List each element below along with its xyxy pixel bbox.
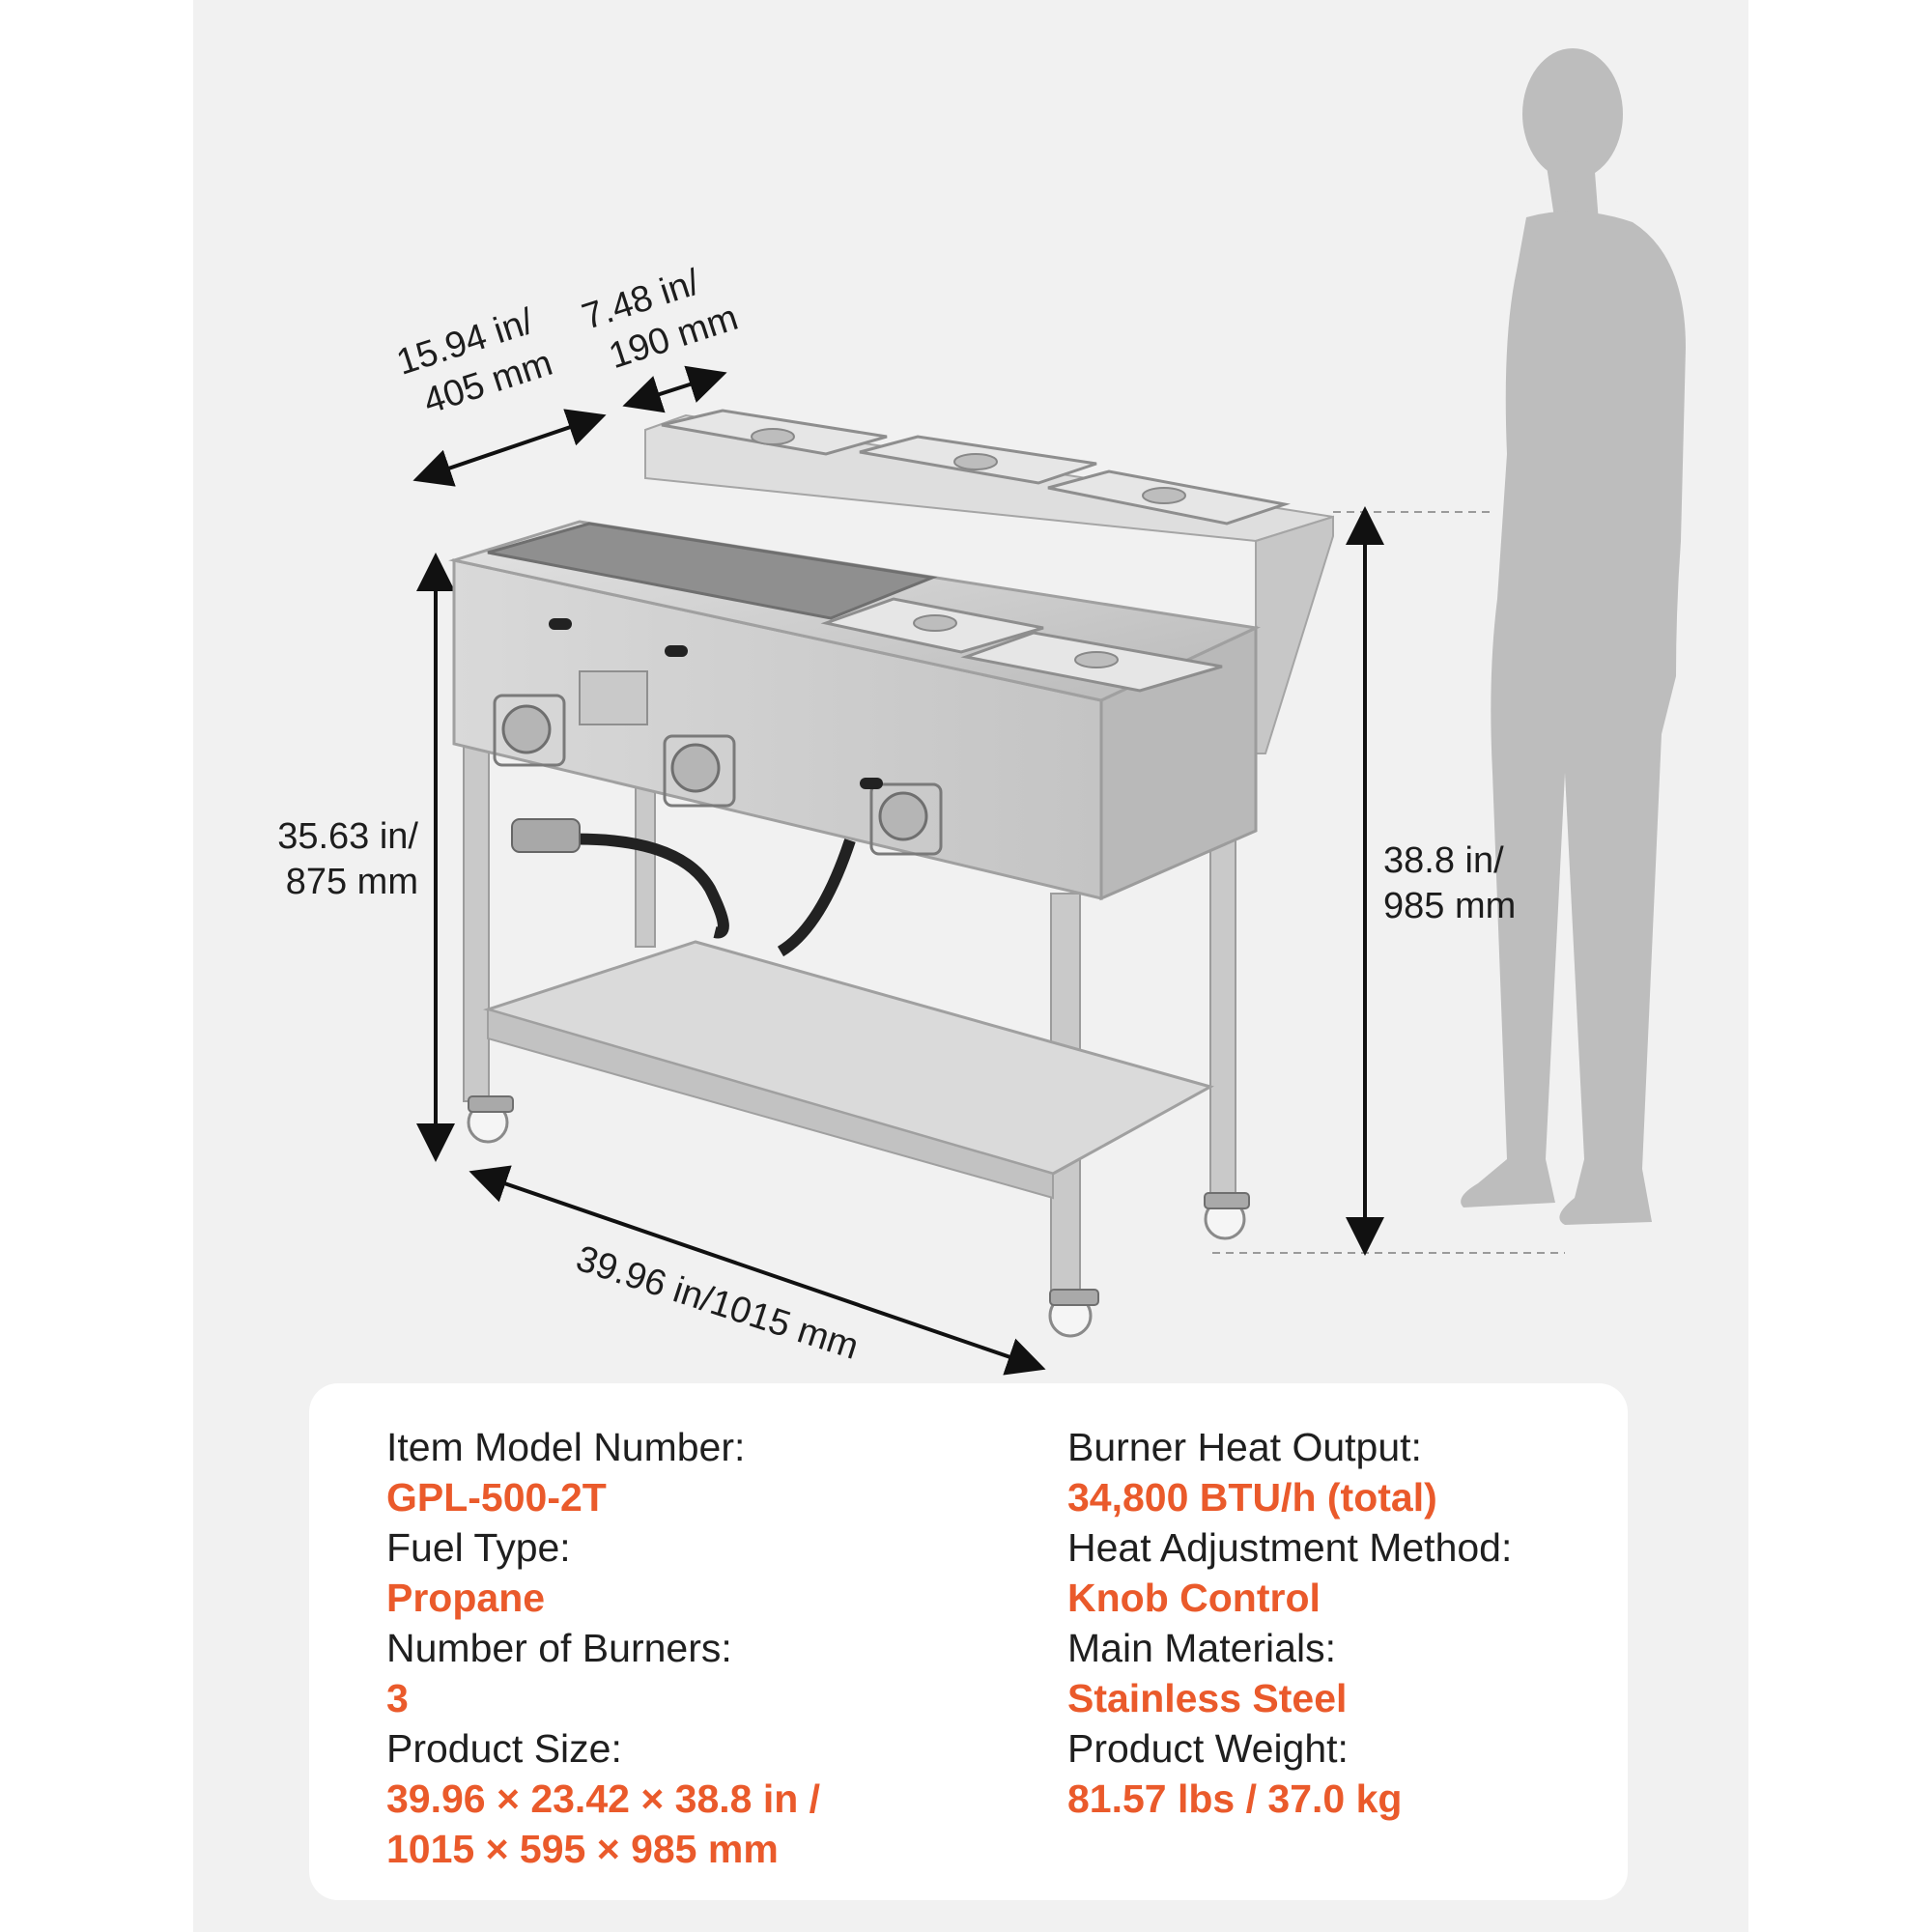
griddle-plate (487, 522, 938, 620)
spec-value-burners: 3 (386, 1676, 409, 1720)
spec-column-right: Burner Heat Output: 34,800 BTU/h (total)… (1067, 1422, 1512, 1824)
spec-value-size-imperial: 39.96 × 23.42 × 38.8 in / (386, 1776, 821, 1821)
product-illustration (412, 48, 1686, 1376)
spec-value-size-metric: 1015 × 595 × 985 mm (386, 1827, 779, 1871)
spec-value-weight: 81.57 lbs / 37.0 kg (1067, 1776, 1403, 1821)
spec-label-size: Product Size: (386, 1726, 622, 1771)
spec-label-weight: Product Weight: (1067, 1726, 1349, 1771)
left-height-metric: 875 mm (285, 862, 418, 902)
spec-value-heat-adjust: Knob Control (1067, 1576, 1321, 1620)
drip-tray (579, 670, 648, 725)
spec-value-fuel: Propane (386, 1576, 546, 1620)
spec-label-heat-adjust: Heat Adjustment Method: (1067, 1525, 1513, 1570)
left-height-label: 35.63 in/ 875 mm (269, 814, 418, 905)
spec-value-materials: Stainless Steel (1067, 1676, 1348, 1720)
spec-label-heat-output: Burner Heat Output: (1067, 1425, 1422, 1469)
gas-hose (540, 833, 729, 939)
spec-card: Item Model Number: GPL-500-2T Fuel Type:… (309, 1383, 1628, 1900)
person-silhouette (1461, 48, 1686, 1226)
right-height-label: 38.8 in/ 985 mm (1383, 838, 1516, 929)
spec-label-burners: Number of Burners: (386, 1626, 732, 1670)
right-height-metric: 985 mm (1383, 886, 1517, 926)
left-height-imperial: 35.63 in/ (277, 816, 418, 857)
spec-value-heat-output: 34,800 BTU/h (total) (1067, 1475, 1437, 1520)
spec-label-materials: Main Materials: (1067, 1626, 1336, 1670)
spec-label-fuel: Fuel Type: (386, 1525, 571, 1570)
spec-label-model: Item Model Number: (386, 1425, 746, 1469)
spec-value-model: GPL-500-2T (386, 1475, 607, 1520)
width-arrow (469, 1165, 1046, 1376)
right-height-imperial: 38.8 in/ (1383, 840, 1504, 881)
spec-column-left: Item Model Number: GPL-500-2T Fuel Type:… (386, 1422, 820, 1874)
rail-arrow (622, 365, 727, 413)
control-knobs (501, 704, 928, 841)
depth-arrow (412, 409, 607, 487)
